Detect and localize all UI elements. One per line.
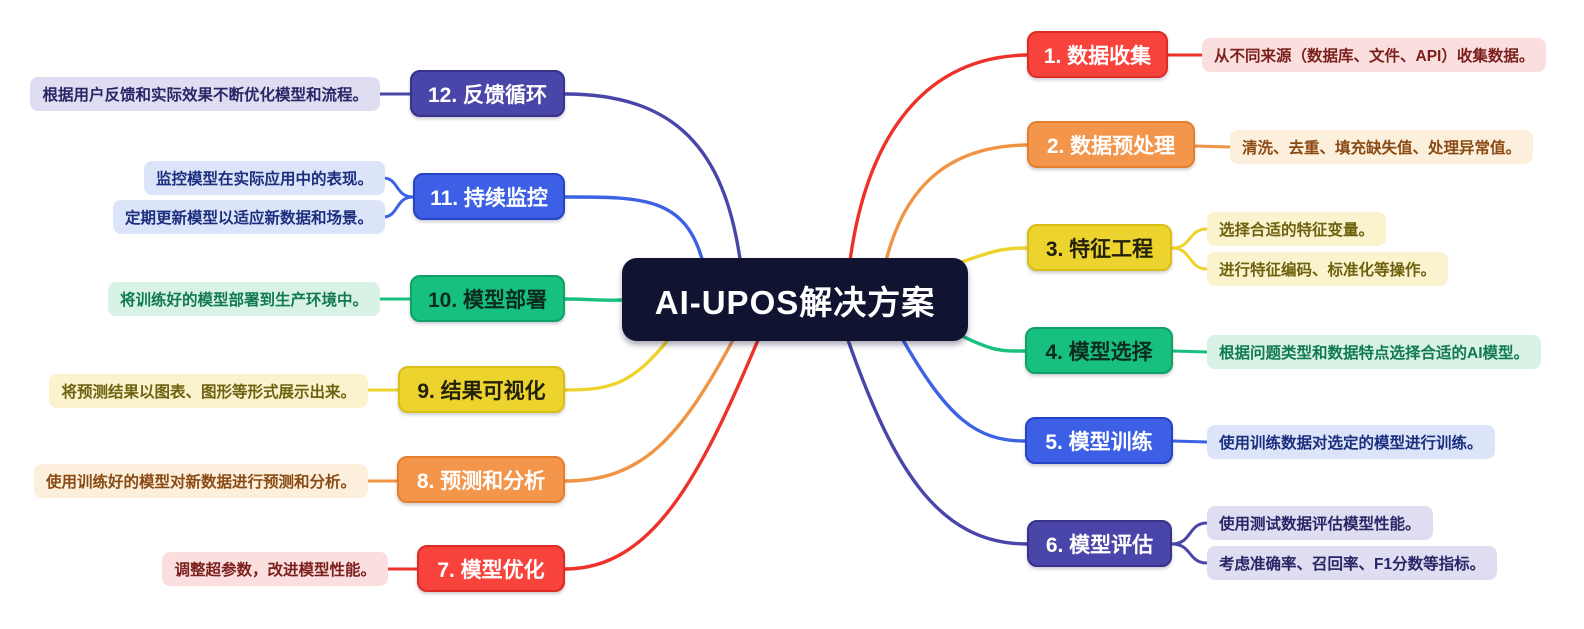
branch-node-9[interactable]: 9. 结果可视化 — [398, 366, 565, 413]
connector-center-branch-11 — [563, 195, 704, 261]
branch-7-description-1[interactable]: 调整超参数，改进模型性能。 — [162, 552, 388, 586]
connector-center-branch-8 — [563, 338, 735, 483]
connector-branch-11-desc-1 — [381, 176, 415, 199]
branch-node-1[interactable]: 1. 数据收集 — [1027, 31, 1168, 78]
connector-branch-6-desc-1 — [1170, 521, 1209, 546]
connector-branch-4-desc-1 — [1171, 349, 1209, 354]
branch-node-2[interactable]: 2. 数据预处理 — [1027, 121, 1195, 168]
connector-center-branch-1 — [848, 53, 1029, 263]
branch-1-description-1[interactable]: 从不同来源（数据库、文件、API）收集数据。 — [1202, 38, 1547, 72]
connector-center-branch-7 — [563, 338, 760, 571]
branch-2-description-1[interactable]: 清洗、去重、填充缺失值、处理异常值。 — [1230, 130, 1534, 164]
connector-branch-11-desc-2 — [381, 195, 415, 219]
branch-9-description-1[interactable]: 将预测结果以图表、图形等形式展示出来。 — [49, 374, 368, 408]
connector-center-branch-3 — [954, 246, 1029, 266]
central-topic[interactable]: AI-UPOS解决方案 — [622, 258, 968, 341]
branch-11-description-1[interactable]: 监控模型在实际应用中的表现。 — [143, 161, 385, 195]
connector-center-branch-4 — [960, 334, 1027, 353]
branch-node-10[interactable]: 10. 模型部署 — [410, 275, 565, 322]
connector-branch-3-desc-1 — [1170, 227, 1209, 250]
connector-branch-2-desc-1 — [1193, 144, 1232, 149]
connector-center-branch-5 — [901, 338, 1027, 443]
branch-node-5[interactable]: 5. 模型训练 — [1025, 417, 1173, 464]
branch-node-3[interactable]: 3. 特征工程 — [1027, 224, 1172, 271]
branch-3-description-1[interactable]: 选择合适的特征变量。 — [1207, 212, 1387, 246]
branch-10-description-1[interactable]: 将训练好的模型部署到生产环境中。 — [107, 282, 380, 316]
branch-11-description-2[interactable]: 定期更新模型以适应新数据和场景。 — [112, 200, 385, 234]
branch-4-description-1[interactable]: 根据问题类型和数据特点选择合适的AI模型。 — [1207, 335, 1542, 369]
branch-6-description-1[interactable]: 使用测试数据评估模型性能。 — [1207, 506, 1433, 540]
branch-3-description-2[interactable]: 进行特征编码、标准化等操作。 — [1207, 252, 1449, 286]
connector-center-branch-12 — [563, 92, 742, 261]
branch-node-6[interactable]: 6. 模型评估 — [1027, 520, 1172, 567]
connector-center-branch-6 — [846, 338, 1029, 546]
connector-branch-6-desc-2 — [1170, 542, 1209, 565]
connector-center-branch-9 — [563, 338, 670, 392]
branch-5-description-1[interactable]: 使用训练数据对选定的模型进行训练。 — [1207, 425, 1495, 459]
connector-center-branch-10 — [563, 297, 624, 302]
branch-12-description-1[interactable]: 根据用户反馈和实际效果不断优化模型和流程。 — [30, 77, 380, 111]
branch-node-8[interactable]: 8. 预测和分析 — [397, 456, 565, 503]
connector-branch-3-desc-2 — [1170, 246, 1209, 271]
branch-node-4[interactable]: 4. 模型选择 — [1025, 327, 1173, 374]
branch-node-12[interactable]: 12. 反馈循环 — [410, 70, 565, 117]
branch-8-description-1[interactable]: 使用训练好的模型对新数据进行预测和分析。 — [33, 464, 368, 498]
branch-node-11[interactable]: 11. 持续监控 — [413, 173, 565, 220]
branch-6-description-2[interactable]: 考虑准确率、召回率、F1分数等指标。 — [1207, 546, 1498, 580]
connector-branch-5-desc-1 — [1171, 439, 1209, 444]
connector-center-branch-2 — [884, 143, 1029, 263]
branch-node-7[interactable]: 7. 模型优化 — [417, 545, 565, 592]
